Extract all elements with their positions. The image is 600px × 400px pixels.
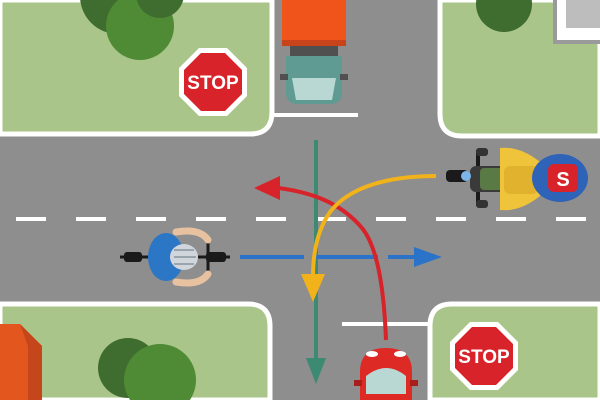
stop-sign-top-left-label: STOP <box>187 73 239 94</box>
stop-sign-bottom-right: STOP <box>450 322 518 390</box>
building-roof <box>566 0 600 28</box>
tree-top-left <box>80 0 184 60</box>
yellow-arrow <box>301 174 437 302</box>
blue-arrow <box>240 247 442 267</box>
tree-bottom-left <box>98 338 196 400</box>
center-dashes-horizontal <box>16 217 586 221</box>
motorcycle-badge-label: S <box>556 169 569 191</box>
motorcycle: S <box>446 147 588 211</box>
stop-sign-bottom-right-label: STOP <box>458 347 510 368</box>
cyclist <box>120 227 230 287</box>
red-arrow <box>254 176 388 341</box>
house-bottom-left <box>0 324 42 400</box>
truck <box>280 0 348 104</box>
stop-line-top <box>272 113 358 117</box>
red-car <box>354 348 418 400</box>
stop-sign-top-left: STOP <box>179 48 247 116</box>
tree-top-right <box>476 0 532 32</box>
